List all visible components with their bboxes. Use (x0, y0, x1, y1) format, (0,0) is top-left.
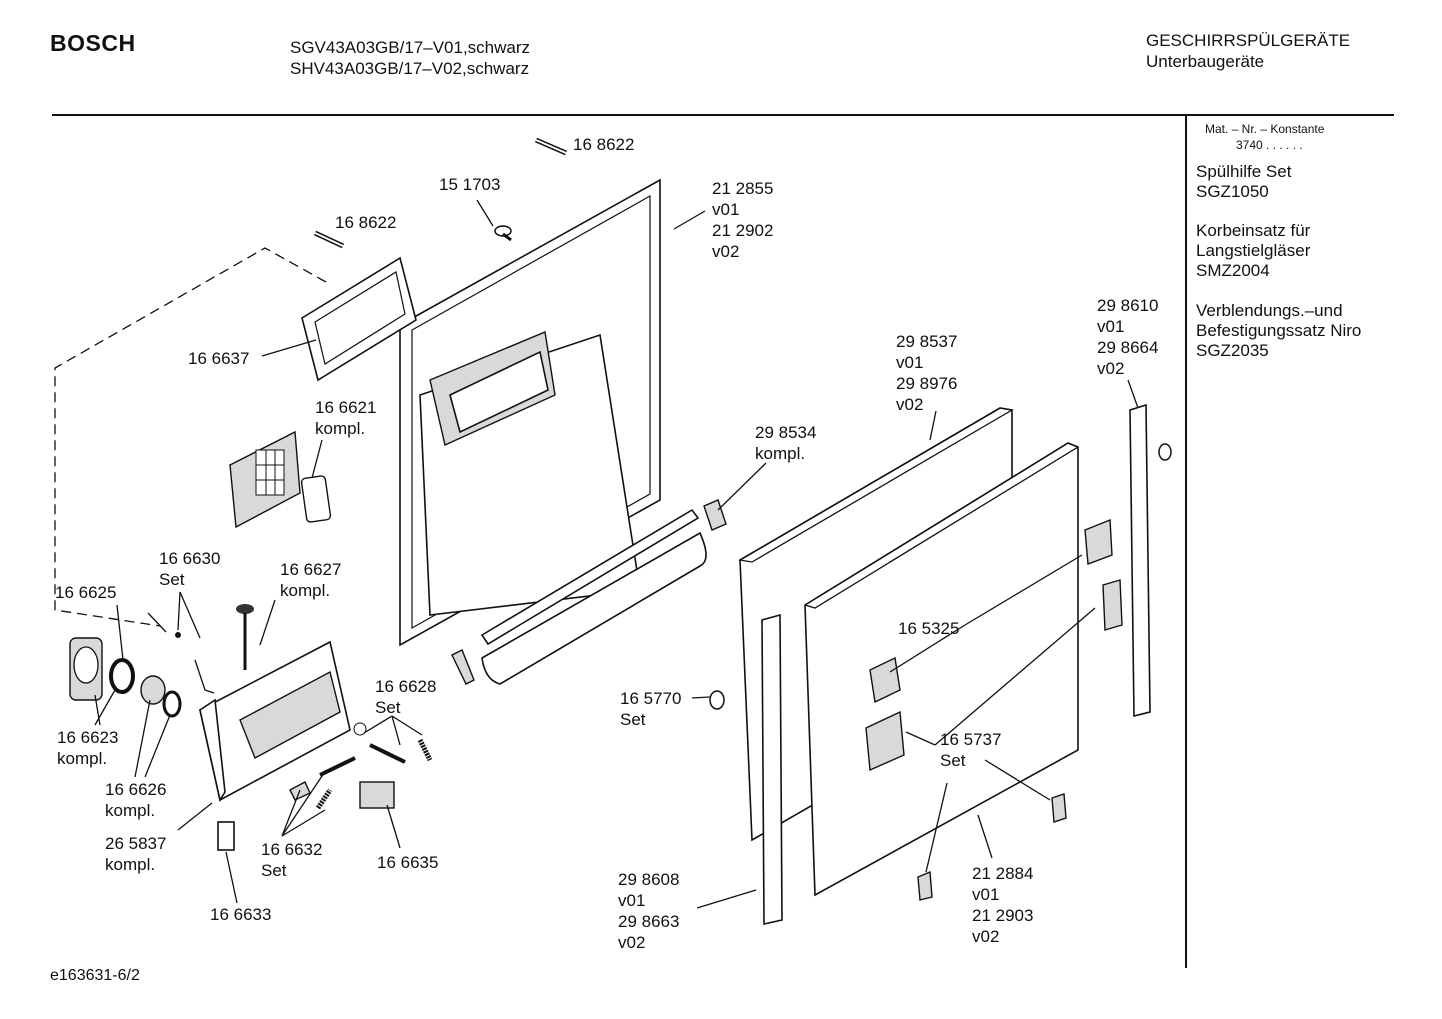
accessory-code: SGZ2035 (1196, 341, 1269, 360)
gasket-pad (300, 475, 332, 523)
accessory-rinse-aid-set: Spülhilfe Set SGZ1050 (1196, 162, 1291, 202)
inner-door-frame (399, 178, 661, 647)
leader-lines (94, 199, 1139, 909)
label-16-6633: 16 6633 (210, 905, 271, 924)
label-16-6630: 16 6630 Set (159, 549, 225, 589)
label-16-5325: 16 5325 (898, 619, 959, 638)
brand-logo: BOSCH (50, 30, 136, 56)
accessory-line: Verblendungs.–und (1196, 301, 1343, 320)
accessory-line: Langstielgläser (1196, 241, 1311, 260)
label-16-6628: 16 6628 Set (375, 677, 441, 717)
lever-set (353, 722, 433, 764)
label-16-6635: 16 6635 (377, 853, 438, 872)
side-rail-right (1129, 403, 1151, 718)
header-divider (52, 114, 1394, 116)
clips (709, 443, 1172, 901)
label-16-6626: 16 6626 kompl. (105, 780, 171, 820)
screw-small (494, 225, 512, 242)
label-29-8610: 29 8610 v01 29 8664 v02 (1097, 296, 1163, 378)
mat-number-label: Mat. – Nr. – Konstante (1205, 122, 1325, 136)
mat-number-value: 3740 . . . . . . (1236, 138, 1303, 152)
seal-ring-b (162, 690, 182, 718)
category-title: GESCHIRRSPÜLGERÄTE (1146, 31, 1351, 50)
category-subtitle: Unterbaugeräte (1146, 52, 1265, 71)
accessory-line: Spülhilfe Set (1196, 162, 1292, 181)
model-line-2: SHV43A03GB/17–V02,schwarz (290, 59, 530, 78)
dispenser-cover (229, 430, 301, 529)
label-26-5837: 26 5837 kompl. (105, 834, 171, 874)
accessory-line: Befestigungssatz Niro (1196, 321, 1362, 340)
accessory-panel-kit: Verblendungs.–und Befestigungssatz Niro … (1196, 301, 1361, 361)
bracket-small (217, 821, 235, 851)
latch-parts (289, 756, 356, 810)
accessory-line: Korbeinsatz für (1196, 221, 1311, 240)
hinge-rail (480, 508, 707, 685)
seal-frame (301, 256, 417, 382)
label-29-8537: 29 8537 v01 29 8976 v02 (896, 332, 962, 414)
accessory-glass-basket: Korbeinsatz für Langstielgläser SMZ2004 (1196, 221, 1310, 281)
label-21-2884: 21 2884 v01 21 2903 v02 (972, 864, 1038, 946)
drawing-id: e163631-6/2 (50, 967, 140, 984)
accessory-code: SMZ2004 (1196, 261, 1270, 280)
float-valve (236, 604, 254, 670)
label-16-6623: 16 6623 kompl. (57, 728, 123, 768)
assembly-dashed-line (54, 247, 327, 627)
outer-panel-back (803, 442, 1080, 897)
label-16-5737: 16 5737 Set (940, 730, 1006, 770)
sidebar-divider (1185, 116, 1187, 968)
label-16-6632: 16 6632 Set (261, 840, 327, 880)
label-21-2855: 21 2855 v01 21 2902 v02 (712, 179, 778, 261)
dispenser-housing (199, 640, 351, 803)
side-rail-left (761, 613, 783, 925)
label-29-8608: 29 8608 v01 29 8663 v02 (618, 870, 684, 952)
model-line-1: SGV43A03GB/17–V01,schwarz (290, 38, 531, 57)
label-16-8622-top: 16 8622 (573, 135, 634, 154)
screw-top (535, 137, 567, 156)
switch-module (359, 781, 395, 809)
seal-ring-a (109, 658, 135, 694)
label-16-8622-left: 16 8622 (335, 213, 396, 232)
accessory-code: SGZ1050 (1196, 182, 1269, 201)
screw-left (313, 230, 345, 249)
detergent-cap (69, 637, 103, 701)
label-16-6621: 16 6621 kompl. (315, 398, 381, 438)
label-16-6627: 16 6627 kompl. (280, 560, 346, 600)
spring-lever (175, 632, 215, 694)
rinse-aid-cap (140, 675, 166, 705)
label-16-5770: 16 5770 Set (620, 689, 686, 729)
label-29-8534: 29 8534 kompl. (755, 423, 821, 463)
label-16-6637: 16 6637 (188, 349, 249, 368)
label-15-1703: 15 1703 (439, 175, 500, 194)
label-16-6625: 16 6625 (55, 583, 116, 602)
